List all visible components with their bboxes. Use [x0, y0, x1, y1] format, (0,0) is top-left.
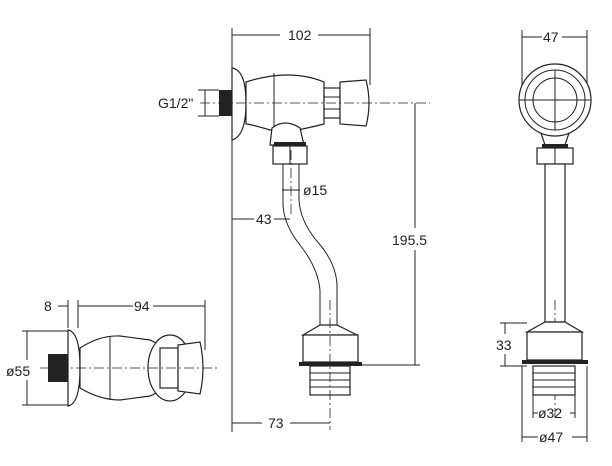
flush-pipe — [282, 164, 321, 325]
push-button — [339, 79, 370, 127]
body-length-label: 94 — [134, 298, 150, 314]
valve-body — [245, 74, 325, 131]
flange-diameter-label: ø55 — [6, 363, 30, 379]
top-view: 8 94 ø55 — [6, 298, 218, 407]
pipe-diameter-label: ø15 — [303, 182, 327, 198]
base-diameter-label: ø47 — [539, 429, 563, 445]
front-width-label: 47 — [543, 29, 559, 45]
dim-102-label: 102 — [288, 27, 312, 43]
flange-thickness-label: 8 — [44, 298, 52, 314]
height-label: 195.5 — [392, 232, 427, 248]
thread-size-label: G1/2" — [158, 95, 193, 111]
outlet-offset-label: 73 — [268, 415, 284, 431]
outlet-thread-diameter-label: ø32 — [538, 405, 562, 421]
wall-flange — [231, 67, 247, 141]
outlet-body — [302, 334, 359, 363]
front-view: 47 33 ø32 ø47 — [496, 29, 592, 445]
side-view: 102 G1/2" ø15 43 195.5 73 — [158, 27, 430, 432]
pipe-offset-label: 43 — [256, 211, 272, 227]
base-height-label: 33 — [496, 337, 512, 353]
